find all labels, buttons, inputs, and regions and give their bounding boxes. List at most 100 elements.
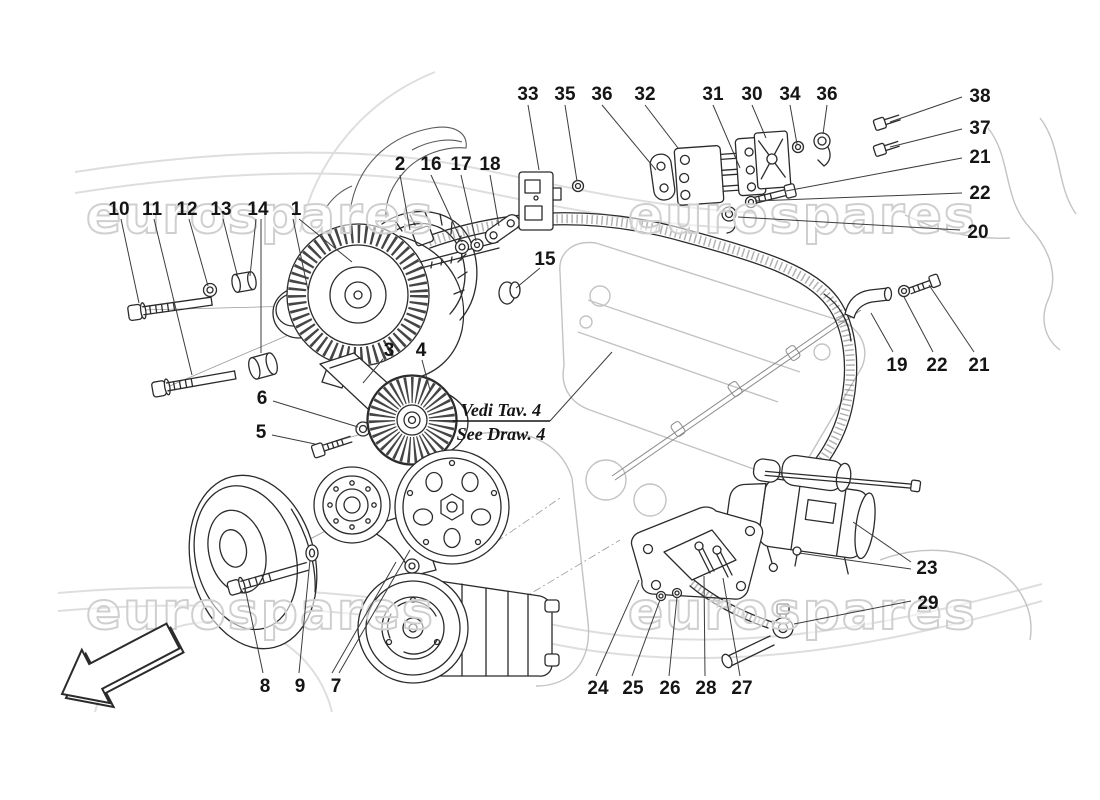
leader-line xyxy=(822,104,828,135)
wiring-rod xyxy=(611,305,862,481)
alternator-duct-drawing xyxy=(381,210,521,321)
leader-line xyxy=(331,561,397,674)
water-pump-pulley-drawing xyxy=(394,449,510,565)
part-number-label: 19 xyxy=(886,355,907,376)
leader-line xyxy=(362,358,384,384)
leader-line xyxy=(222,218,239,279)
part-number-label: 2 xyxy=(395,154,406,175)
part-number-label: 23 xyxy=(916,558,937,579)
part-number-label: 32 xyxy=(634,84,655,105)
part-number-label: 9 xyxy=(295,676,306,697)
leader-line xyxy=(798,552,912,570)
part-number-label: 12 xyxy=(176,199,197,220)
starter-motor-drawing xyxy=(724,454,922,575)
leader-line xyxy=(271,434,316,445)
part-number-label: 29 xyxy=(917,593,938,614)
leader-line xyxy=(515,267,541,289)
leader-line xyxy=(595,579,640,677)
part-number-label: 25 xyxy=(622,678,644,699)
leader-line xyxy=(244,587,264,674)
leader-line xyxy=(722,577,741,677)
elbow-fitting-drawing xyxy=(844,273,942,319)
watermark-text: eurospares xyxy=(628,186,977,246)
leader-line xyxy=(668,596,678,677)
part-number-label: 37 xyxy=(969,118,990,139)
direction-arrow xyxy=(60,622,185,709)
part-number-label: 36 xyxy=(816,84,837,105)
leader-line xyxy=(903,296,934,353)
leader-line xyxy=(751,104,767,139)
leader-line xyxy=(564,104,578,182)
watermark-text: eurospares xyxy=(86,582,435,642)
leader-line xyxy=(703,575,706,677)
grommet-drawing xyxy=(498,281,521,305)
part-number-label: 6 xyxy=(257,388,268,409)
leader-line xyxy=(928,284,975,353)
part-number-label: 33 xyxy=(517,84,538,105)
leader-line xyxy=(292,218,309,291)
part-number-label: 24 xyxy=(587,678,609,699)
leader-line xyxy=(754,192,963,202)
part-number-label: 8 xyxy=(260,676,271,697)
part-number-label: 17 xyxy=(450,154,471,175)
part-number-label: 35 xyxy=(554,84,576,105)
leader-line xyxy=(188,218,209,287)
leader-line xyxy=(430,174,463,243)
part-number-label: 30 xyxy=(741,84,762,105)
leader-line xyxy=(399,174,411,231)
part-number-label: 21 xyxy=(968,355,990,376)
watermark-text: eurospares xyxy=(86,186,435,246)
part-number-label: 26 xyxy=(659,678,680,699)
leader-line xyxy=(793,600,912,625)
part-number-label: 15 xyxy=(534,249,556,270)
crank-pulley-drawing xyxy=(188,474,319,650)
leader-line xyxy=(852,521,912,563)
watermark-layer: eurospares eurospares eurospares eurospa… xyxy=(85,185,977,643)
leader-line xyxy=(712,104,741,169)
part-number-label: 7 xyxy=(331,676,342,697)
part-number-label: 4 xyxy=(416,340,427,361)
leader-line xyxy=(527,104,540,171)
cross-reference-note: Vedi Tav. 4 See Draw. 4 xyxy=(453,351,613,444)
part-number-label: 5 xyxy=(256,422,267,443)
note-line-english: See Draw. 4 xyxy=(457,424,546,444)
connector-bracket-group xyxy=(518,114,901,234)
leader-line xyxy=(785,157,963,192)
leader-line xyxy=(120,218,140,304)
part-number-label: 20 xyxy=(967,222,988,243)
part-number-label: 36 xyxy=(591,84,612,105)
leader-line xyxy=(889,128,963,148)
part-number-label: 31 xyxy=(702,84,724,105)
part-number-label: 10 xyxy=(108,199,129,220)
leader-line xyxy=(460,174,477,242)
part-number-label: 34 xyxy=(779,84,801,105)
part-number-label: 13 xyxy=(210,199,231,220)
leader-line xyxy=(870,312,894,353)
part-number-label: 11 xyxy=(142,199,163,220)
watermark-text: eurospares xyxy=(628,582,977,642)
alternator-drawing xyxy=(272,223,500,389)
part-number-label: 1 xyxy=(291,199,302,220)
part-number-label: 16 xyxy=(420,154,441,175)
leader-line xyxy=(153,218,193,376)
leader-line xyxy=(338,549,411,674)
leader-line xyxy=(272,400,359,428)
part-number-label: 27 xyxy=(731,678,752,699)
banjo-fitting-drawing xyxy=(689,579,794,669)
part-number-label: 3 xyxy=(384,340,395,361)
starter-bracket-drawing xyxy=(630,506,802,602)
part-number-label: 22 xyxy=(969,183,990,204)
leader-line xyxy=(601,104,657,171)
part-number-label: 38 xyxy=(969,86,990,107)
intake-runner-sketch xyxy=(325,126,467,219)
note-line-italian: Vedi Tav. 4 xyxy=(461,400,541,420)
part-number-label: 22 xyxy=(926,355,947,376)
leader-line xyxy=(298,559,311,674)
engine-block-ghost xyxy=(467,117,1077,687)
leader-line xyxy=(298,218,353,263)
leader-line xyxy=(249,218,257,277)
part-number-label: 28 xyxy=(695,678,716,699)
compressor-drawing xyxy=(357,572,560,684)
shim-and-idler-drawing xyxy=(319,352,469,466)
